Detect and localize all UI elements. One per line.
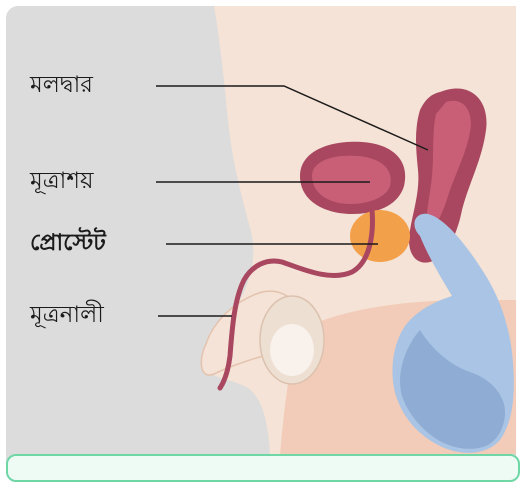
label-bladder: মূত্রাশয় [30,170,94,193]
label-prostate: প্রোস্টেট [30,232,106,255]
prostate-gland [350,210,410,262]
testicle-inner [270,324,314,376]
footer-caption-bar [6,454,520,482]
label-rectum: মলদ্বার [30,74,93,97]
bladder-highlight [312,156,391,204]
label-urethra: মূত্রনালী [30,304,104,327]
